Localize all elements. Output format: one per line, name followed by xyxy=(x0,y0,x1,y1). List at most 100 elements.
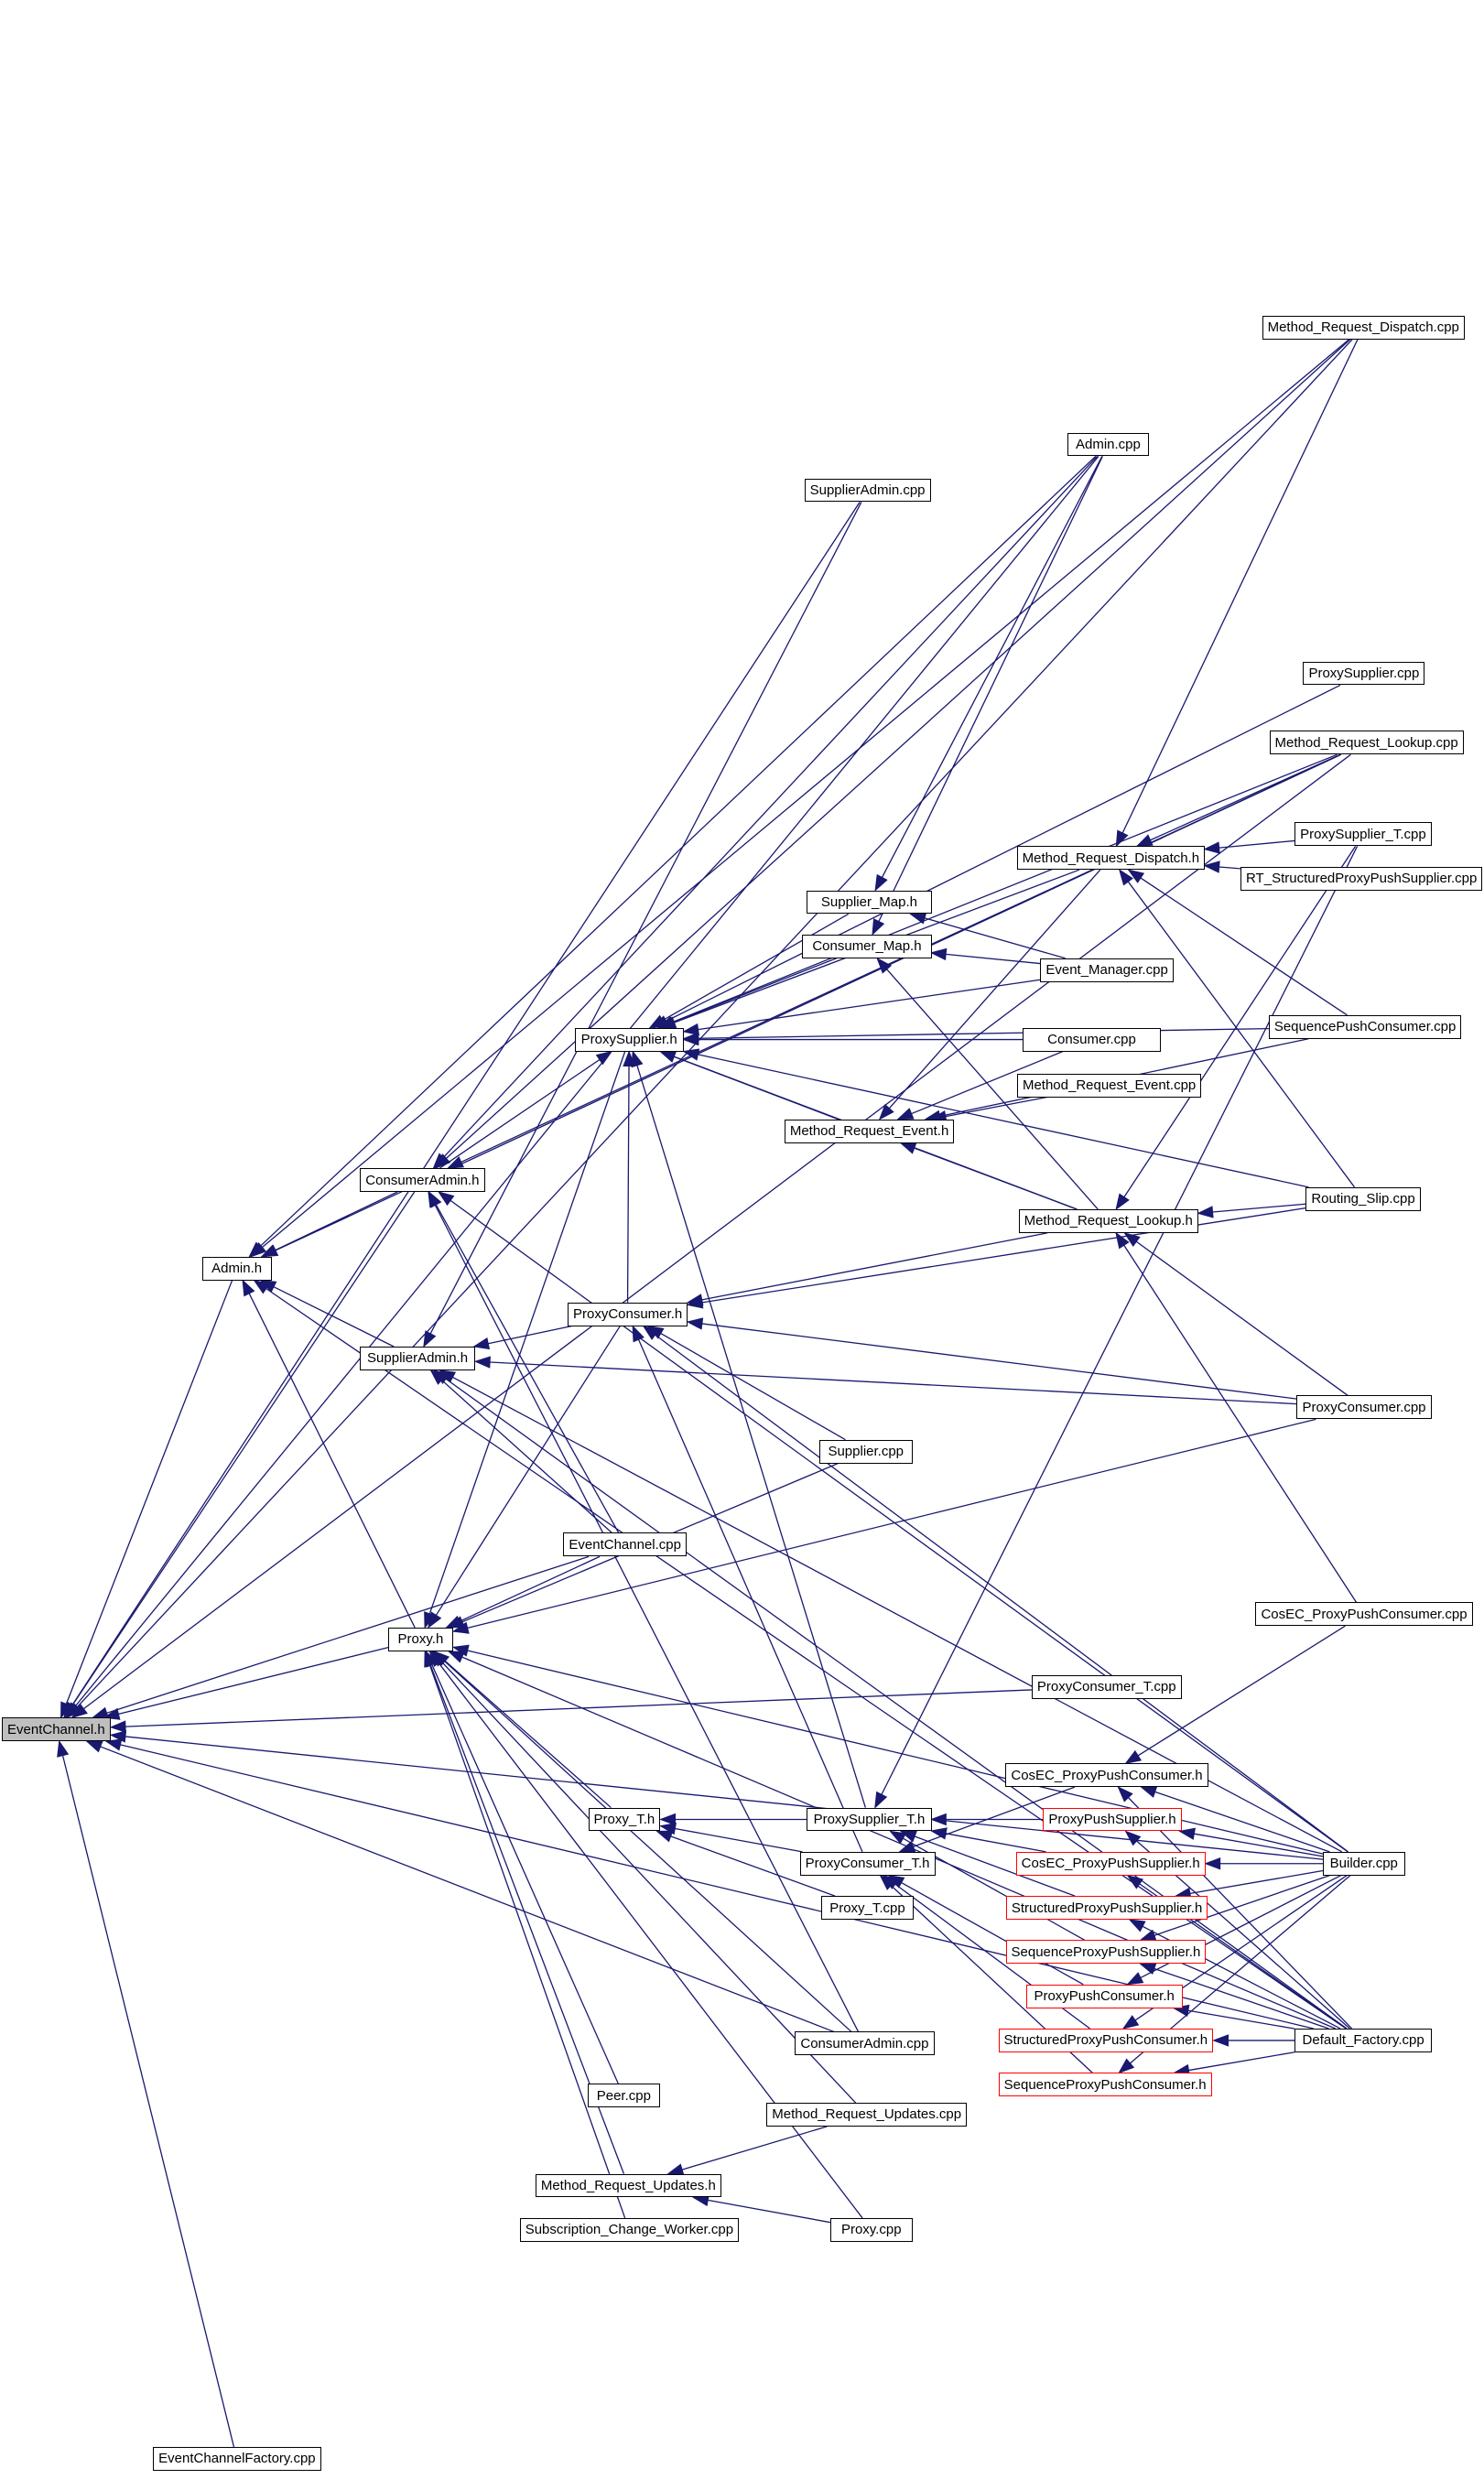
node-method-request-lookup-cpp[interactable]: Method_Request_Lookup.cpp xyxy=(1269,731,1464,755)
node-supplieradmin-h[interactable]: SupplierAdmin.h xyxy=(360,1346,475,1370)
edge-builder-cpp-to-proxypushconsumer-h xyxy=(1126,1875,1341,1986)
node-sequenceproxypushsupplier-h[interactable]: SequenceProxyPushSupplier.h xyxy=(1005,1940,1207,1965)
node-consumeradmin-h[interactable]: ConsumerAdmin.h xyxy=(360,1168,485,1192)
node-proxy-h[interactable]: Proxy.h xyxy=(388,1627,453,1651)
edge-line xyxy=(1127,881,1356,1188)
edge-proxysupplier-t-cpp-to-method-request-dispatch-h xyxy=(1203,839,1295,854)
node-proxysupplier-t-cpp[interactable]: ProxySupplier_T.cpp xyxy=(1294,822,1432,847)
edge-line xyxy=(428,1051,626,1615)
arrowhead-icon xyxy=(109,1730,127,1743)
node-peer-cpp[interactable]: Peer.cpp xyxy=(587,2084,660,2108)
edge-peer-cpp-to-proxy-h xyxy=(425,1650,620,2084)
node-method-request-dispatch-cpp[interactable]: Method_Request_Dispatch.cpp xyxy=(1262,315,1465,340)
node-structuredproxypushsupplier-h[interactable]: StructuredProxyPushSupplier.h xyxy=(1005,1896,1208,1920)
arrowhead-icon xyxy=(929,947,948,961)
arrowhead-icon xyxy=(595,1050,613,1066)
node-eventchannel-h[interactable]: EventChannel.h xyxy=(2,1717,111,1742)
edge-builder-cpp-to-proxyconsumer-h xyxy=(642,1325,1349,1853)
edge-cosec-proxypushconsumer-cpp-to-method-request-lookup-h xyxy=(1115,1231,1358,1603)
edge-supplier-map-h-to-proxysupplier-h xyxy=(648,913,850,1029)
edge-proxysupplier-t-h-to-proxy-t-h xyxy=(659,1813,807,1826)
node-rt-structuredproxypushsupplier-cpp[interactable]: RT_StructuredProxyPushSupplier.cpp xyxy=(1240,866,1483,891)
node-method-request-dispatch-h[interactable]: Method_Request_Dispatch.h xyxy=(1016,846,1206,871)
node-method-request-updates-cpp[interactable]: Method_Request_Updates.cpp xyxy=(766,2103,968,2127)
node-proxysupplier-t-h[interactable]: ProxySupplier_T.h xyxy=(807,1807,932,1832)
edge-line xyxy=(125,1736,1324,1860)
node-proxypushsupplier-h[interactable]: ProxyPushSupplier.h xyxy=(1043,1807,1182,1832)
edge-line xyxy=(488,1325,572,1345)
node-eventchannel-cpp[interactable]: EventChannel.cpp xyxy=(563,1532,687,1557)
node-consumeradmin-cpp[interactable]: ConsumerAdmin.cpp xyxy=(794,2031,936,2056)
node-admin-h[interactable]: Admin.h xyxy=(201,1256,272,1281)
node-method-request-updates-h[interactable]: Method_Request_Updates.h xyxy=(535,2173,721,2198)
arrowhead-icon xyxy=(104,1738,123,1751)
node-consumer-map-h[interactable]: Consumer_Map.h xyxy=(802,934,932,958)
arrowhead-icon xyxy=(686,1296,704,1309)
arrowhead-icon xyxy=(447,1616,466,1629)
edge-eventchannel-cpp-to-proxy-h xyxy=(445,1555,601,1629)
node-subscription-change-worker-cpp[interactable]: Subscription_Change_Worker.cpp xyxy=(519,2217,740,2242)
edge-proxy-h-to-admin-h xyxy=(242,1279,416,1629)
node-method-request-event-h[interactable]: Method_Request_Event.h xyxy=(784,1119,955,1143)
node-proxyconsumer-t-h[interactable]: ProxyConsumer_T.h xyxy=(799,1851,936,1876)
node-proxyconsumer-t-cpp[interactable]: ProxyConsumer_T.cpp xyxy=(1031,1674,1182,1699)
node-proxyconsumer-cpp[interactable]: ProxyConsumer.cpp xyxy=(1296,1395,1432,1420)
edge-line xyxy=(666,684,1341,1023)
edge-line xyxy=(444,1660,612,1809)
node-sequenceproxypushconsumer-h[interactable]: SequenceProxyPushConsumer.h xyxy=(998,2073,1212,2097)
edge-consumeradmin-cpp-to-eventchannel-h xyxy=(85,1740,835,2033)
edge-method-request-updates-cpp-to-method-request-updates-h xyxy=(666,2126,828,2176)
arrowhead-icon xyxy=(1121,2015,1140,2030)
node-proxysupplier-h[interactable]: ProxySupplier.h xyxy=(574,1027,684,1052)
node-builder-cpp[interactable]: Builder.cpp xyxy=(1322,1851,1405,1876)
node-supplier-cpp[interactable]: Supplier.cpp xyxy=(818,1439,913,1464)
edge-line xyxy=(125,1689,1032,1727)
edge-builder-cpp-to-cosec-proxypushsupplier-h xyxy=(1204,1857,1323,1870)
node-cosec-proxypushconsumer-cpp[interactable]: CosEC_ProxyPushConsumer.cpp xyxy=(1255,1602,1473,1627)
edge-line xyxy=(1212,1203,1306,1213)
edge-line xyxy=(698,1054,1309,1188)
node-proxy-t-h[interactable]: Proxy_T.h xyxy=(588,1807,661,1832)
edge-line xyxy=(120,1744,1314,2030)
edge-line xyxy=(445,339,1351,1159)
arrowhead-icon xyxy=(899,1142,917,1154)
edge-proxy-t-cpp-to-proxy-t-h xyxy=(655,1830,836,1897)
arrowhead-icon xyxy=(253,1279,270,1294)
edge-line xyxy=(1187,2009,1295,2030)
edge-line xyxy=(467,1418,1316,1629)
edge-line xyxy=(106,1555,590,1714)
node-structuredproxypushconsumer-h[interactable]: StructuredProxyPushConsumer.h xyxy=(998,2028,1214,2052)
node-consumer-cpp[interactable]: Consumer.cpp xyxy=(1023,1027,1161,1052)
edge-consumer-map-h-to-proxysupplier-h xyxy=(657,958,837,1029)
arrowhead-icon xyxy=(1115,1193,1130,1211)
node-cosec-proxypushsupplier-h[interactable]: CosEC_ProxyPushSupplier.h xyxy=(1015,1851,1206,1876)
node-proxypushconsumer-h[interactable]: ProxyPushConsumer.h xyxy=(1025,1984,1183,2008)
node-eventchannelfactory-cpp[interactable]: EventChannelFactory.cpp xyxy=(153,2446,321,2471)
edge-cosec-proxypushconsumer-h-to-proxyconsumer-t-h xyxy=(898,1786,1076,1853)
node-routing-slip-cpp[interactable]: Routing_Slip.cpp xyxy=(1305,1186,1421,1211)
arrowhead-icon xyxy=(682,1023,700,1036)
node-proxy-cpp[interactable]: Proxy.cpp xyxy=(829,2217,913,2242)
node-sequencepushconsumer-cpp[interactable]: SequencePushConsumer.cpp xyxy=(1268,1014,1462,1039)
node-supplier-map-h[interactable]: Supplier_Map.h xyxy=(807,890,932,915)
edge-method-request-lookup-h-to-proxyconsumer-h xyxy=(686,1232,1047,1306)
node-event-manager-cpp[interactable]: Event_Manager.cpp xyxy=(1040,958,1174,982)
node-supplieradmin-cpp[interactable]: SupplierAdmin.cpp xyxy=(804,478,931,503)
node-method-request-lookup-h[interactable]: Method_Request_Lookup.h xyxy=(1018,1208,1198,1233)
node-method-request-event-cpp[interactable]: Method_Request_Event.cpp xyxy=(1016,1073,1202,1098)
edge-proxysupplier-t-cpp-to-proxysupplier-t-h xyxy=(874,846,1359,1809)
edge-line xyxy=(431,1664,620,2084)
arrowhead-icon xyxy=(1197,1206,1214,1218)
node-proxyconsumer-h[interactable]: ProxyConsumer.h xyxy=(567,1302,688,1326)
node-proxy-t-cpp[interactable]: Proxy_T.cpp xyxy=(820,1896,915,1920)
edge-line xyxy=(83,753,1351,1710)
edge-line xyxy=(671,753,1338,1023)
node-default-factory-cpp[interactable]: Default_Factory.cpp xyxy=(1294,2028,1433,2052)
edge-line xyxy=(698,1027,1269,1039)
arrowhead-icon xyxy=(1117,1786,1133,1802)
node-admin-cpp[interactable]: Admin.cpp xyxy=(1067,432,1150,457)
node-cosec-proxypushconsumer-h[interactable]: CosEC_ProxyPushConsumer.h xyxy=(1005,1763,1208,1788)
edge-proxypushconsumer-h-to-proxyconsumer-t-h xyxy=(887,1875,1084,1986)
edge-line xyxy=(71,1191,416,1706)
node-proxysupplier-cpp[interactable]: ProxySupplier.cpp xyxy=(1303,661,1425,686)
